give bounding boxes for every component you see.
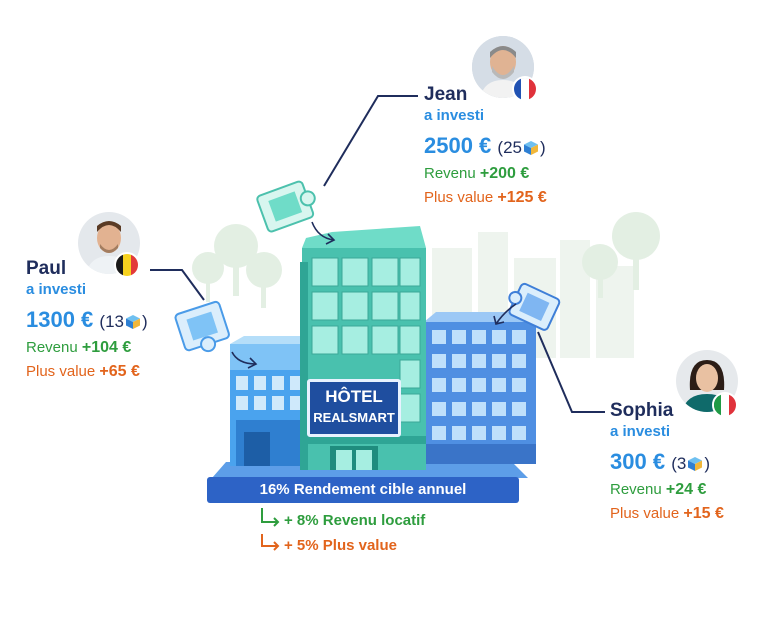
capital-gain-line: Plus value +125 € xyxy=(424,189,547,206)
investor-card-jean: Jean a investi 2500 € (25) Revenu +200 €… xyxy=(424,84,547,210)
puzzle-piece-icon xyxy=(508,282,561,331)
capital-gain-line: Plus value +65 € xyxy=(26,363,140,380)
revenue-line: Revenu +104 € xyxy=(26,339,132,356)
central-tower xyxy=(300,226,426,470)
invest-amount: 2500 € (25) xyxy=(424,133,546,158)
arrow-icon xyxy=(231,221,517,369)
right-building xyxy=(424,312,536,464)
capital-gain-line: Plus value +15 € xyxy=(610,505,724,522)
invest-label: a investi xyxy=(610,423,671,440)
background-trees xyxy=(192,212,660,308)
hotel-sign: HÔTEL REALSMART xyxy=(307,379,401,437)
invest-amount: 1300 € (13) xyxy=(26,307,148,332)
invest-label: a investi xyxy=(424,107,485,124)
breakdown-arrows xyxy=(261,508,280,551)
investor-name: Paul xyxy=(26,258,67,279)
cube-icon xyxy=(524,141,538,155)
hotel-sign-line1: HÔTEL xyxy=(325,387,383,406)
flag-belgium-icon xyxy=(114,252,140,278)
flag-italy-icon xyxy=(712,392,738,418)
invest-label: a investi xyxy=(26,281,87,298)
investor-card-paul: Paul a investi 1300 € (13) Revenu +104 €… xyxy=(26,258,148,384)
investor-name: Jean xyxy=(424,84,468,105)
investor-name: Sophia xyxy=(610,400,674,421)
cube-icon xyxy=(126,315,140,329)
rental-income-line: + 8% Revenu locatif xyxy=(284,512,426,529)
revenue-line: Revenu +200 € xyxy=(424,165,530,182)
connector-lines xyxy=(150,95,605,413)
hotel-sign-line2: REALSMART xyxy=(313,410,395,425)
investor-card-sophia: Sophia a investi 300 € (3) Revenu +24 € … xyxy=(610,400,724,526)
puzzle-piece-icon xyxy=(174,300,230,353)
invest-amount: 300 € (3) xyxy=(610,449,710,474)
revenue-line: Revenu +24 € xyxy=(610,481,707,498)
left-building xyxy=(230,336,306,466)
yield-banner: 16% Rendement cible annuel xyxy=(207,477,519,503)
puzzle-piece-icon xyxy=(256,180,316,233)
flag-france-icon xyxy=(512,76,538,102)
cube-icon xyxy=(688,457,703,471)
capital-gain-line: + 5% Plus value xyxy=(284,537,397,554)
